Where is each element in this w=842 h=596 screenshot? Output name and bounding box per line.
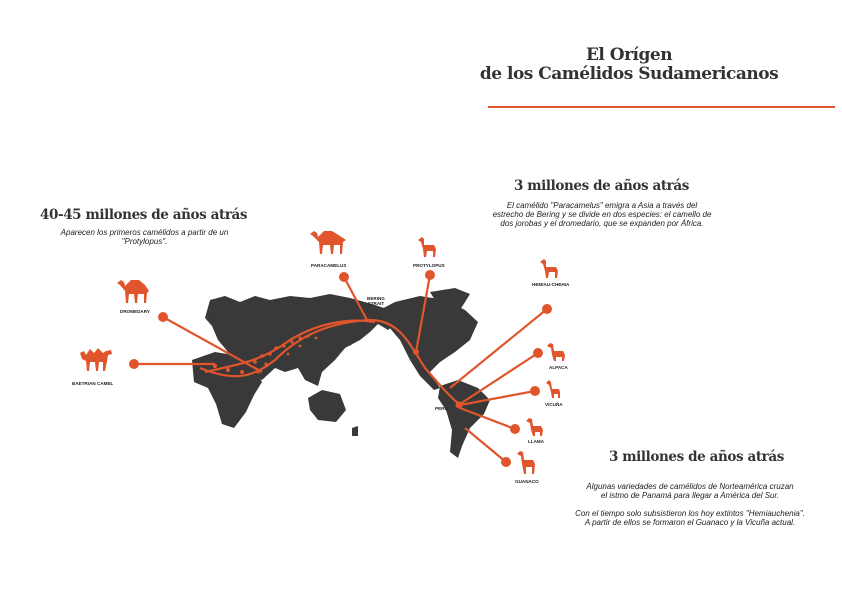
uk	[208, 312, 216, 324]
label-paracamelus: PARACAMELUS	[311, 263, 347, 268]
section-2-text: El camélido "Paracamelus" emigra a Asia …	[462, 201, 742, 228]
section-2-heading: 3 millones de años atrás	[514, 178, 689, 194]
guanaco-icon	[517, 451, 535, 474]
title-line-2: de los Camélidos Sudamericanos	[479, 64, 779, 84]
protylopus-icon	[418, 237, 436, 257]
label-peru: PERÚ	[435, 406, 448, 411]
greenland	[430, 288, 470, 312]
text-line: STRAIT	[367, 301, 385, 306]
north-america	[376, 296, 478, 390]
label-guanaco: GUANACO	[515, 479, 539, 484]
llama-icon	[526, 418, 543, 436]
continents	[192, 288, 490, 458]
text-line: BERING	[367, 296, 385, 301]
text-line: Con el tiempo solo subsistieron los hoy …	[575, 509, 805, 518]
antarctic-island	[352, 426, 358, 436]
label-alpaca: ALPACA	[549, 365, 568, 370]
migration-routes	[134, 274, 548, 463]
section-1-text: Aparecen los primeros camélidos a partir…	[22, 228, 267, 246]
label-hemiauchenia: HEMIAU-CHEHIA	[532, 282, 570, 287]
text-line: Algunas variedades de camélidos de Norte…	[586, 482, 794, 491]
label-bactrian: BAETRIAN CAMEL	[72, 381, 114, 386]
vicuna-icon	[546, 380, 560, 398]
label-bering-strait: BERING STRAIT	[367, 296, 385, 306]
paracamelus-icon	[310, 231, 346, 254]
section-3-heading: 3 millones de años atrás	[609, 449, 784, 465]
text-line: estrecho de Bering y se divide en dos es…	[492, 210, 712, 219]
south-america	[438, 380, 490, 458]
page-title: El Orígen de los Camélidos Sudamericanos	[464, 46, 794, 84]
section-3-text: Algunas variedades de camélidos de Norte…	[540, 482, 840, 527]
bactrian-camel-icon	[80, 348, 112, 371]
text-line: "Protylopus".	[121, 237, 168, 246]
label-llama: LLAMA	[528, 439, 545, 444]
text-line: El camélido "Paracamelus" emigra a Asia …	[506, 201, 698, 210]
animal-icons	[80, 231, 565, 474]
dromedary-icon	[117, 280, 149, 303]
text-line: el istmo de Panamá para llegar a América…	[600, 491, 780, 500]
text-line: Aparecen los primeros camélidos a partir…	[60, 228, 229, 237]
text-line: A partir de ellos se formaron el Guanaco…	[584, 518, 796, 527]
label-protylopus: PROTYLOPUS	[413, 263, 445, 268]
hemiauchenia-icon	[540, 259, 558, 278]
japan	[348, 328, 356, 346]
label-dromedary: DROMEDARY	[120, 309, 150, 314]
australia	[308, 390, 346, 422]
label-vicuna: VICUÑA	[545, 402, 563, 407]
section-1-heading: 40-45 millones de años atrás	[40, 207, 248, 223]
alpaca-icon	[547, 343, 565, 361]
title-line-1: El Orígen	[585, 45, 673, 65]
text-line: dos jorobas y el dromedario, que se expa…	[500, 219, 704, 228]
title-divider	[488, 106, 835, 108]
route-endpoints	[129, 270, 552, 467]
